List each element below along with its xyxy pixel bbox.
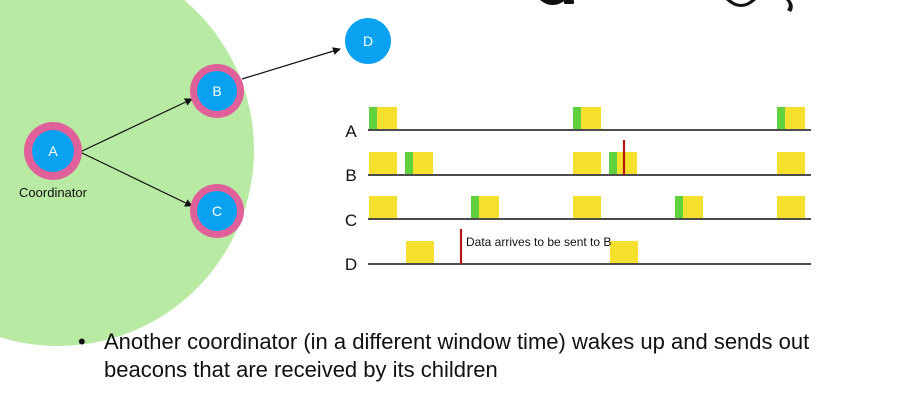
node-c: C (190, 184, 244, 238)
beacon-slot (479, 196, 499, 218)
node-b-core (197, 71, 237, 111)
beacon-slot (369, 152, 397, 174)
beacon-slot (785, 107, 805, 129)
node-c-label: C (212, 203, 222, 219)
node-a-label: A (48, 143, 58, 159)
beacon-green (609, 152, 617, 174)
timeline-row-d-label: D (345, 255, 357, 274)
beacon-slot (573, 196, 601, 218)
beacon-green (573, 107, 581, 129)
timeline-row-c: C (345, 196, 811, 230)
timeline-row-a: A (345, 107, 811, 141)
node-b-label: B (212, 83, 221, 99)
timeline-row-b-label: B (345, 166, 356, 185)
beacon-slot (617, 152, 637, 174)
beacon-green (405, 152, 413, 174)
link-a-c (79, 151, 193, 207)
node-c-core (197, 191, 237, 231)
beacon-slot (413, 152, 433, 174)
event-annotation: Data arrives to be sent to B (466, 235, 611, 249)
timeline-row-b: B (345, 140, 811, 185)
node-d-core (345, 18, 391, 64)
timeline-row-c-label: C (345, 211, 357, 230)
link-a-b (79, 98, 193, 153)
beacon-slot (683, 196, 703, 218)
beacon-slot (369, 196, 397, 218)
bullet-text: Another coordinator (in a different wind… (104, 329, 810, 382)
beacon-slot (573, 152, 601, 174)
beacon-slot (581, 107, 601, 129)
beacon-green (369, 107, 377, 129)
title-fragment (540, 0, 793, 12)
beacon-slot (406, 241, 434, 263)
beacon-slot (610, 241, 638, 263)
node-a-core (32, 130, 74, 172)
beacon-green (777, 107, 785, 129)
beacon-slot (777, 152, 805, 174)
beacon-green (471, 196, 479, 218)
bullet-symbol: • (78, 329, 86, 354)
link-b-d (241, 47, 341, 80)
node-d: D (345, 18, 391, 64)
node-b: B (190, 64, 244, 118)
beacon-slot (777, 196, 805, 218)
node-d-label: D (363, 33, 373, 49)
node-a: A (24, 122, 82, 180)
timeline-row-a-label: A (345, 122, 357, 141)
bullet-item: • Another coordinator (in a different wi… (78, 328, 878, 384)
timeline-row-d: D Data arrives to be sent to B (345, 229, 811, 274)
beacon-green (675, 196, 683, 218)
beacon-slot (377, 107, 397, 129)
coordinator-label: Coordinator (19, 185, 88, 200)
